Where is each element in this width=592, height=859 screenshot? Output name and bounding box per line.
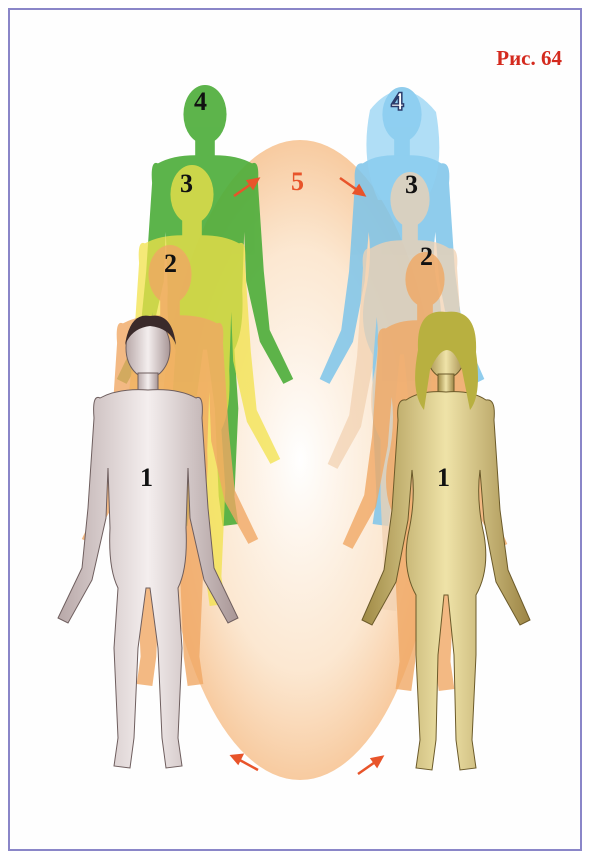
marker-left-3: 3 [180,169,193,198]
marker-left-2: 2 [164,249,177,278]
marker-right-2: 2 [420,242,433,271]
marker-center-5: 5 [291,167,304,196]
marker-left-1: 1 [140,463,153,492]
marker-right-3: 3 [405,170,418,199]
arrow-bottom-right-icon [358,757,382,774]
marker-right-4: 4 [391,87,404,116]
figure-label: Рис. 64 [496,46,562,71]
marker-right-1: 1 [437,463,450,492]
marker-left-4: 4 [194,87,207,116]
